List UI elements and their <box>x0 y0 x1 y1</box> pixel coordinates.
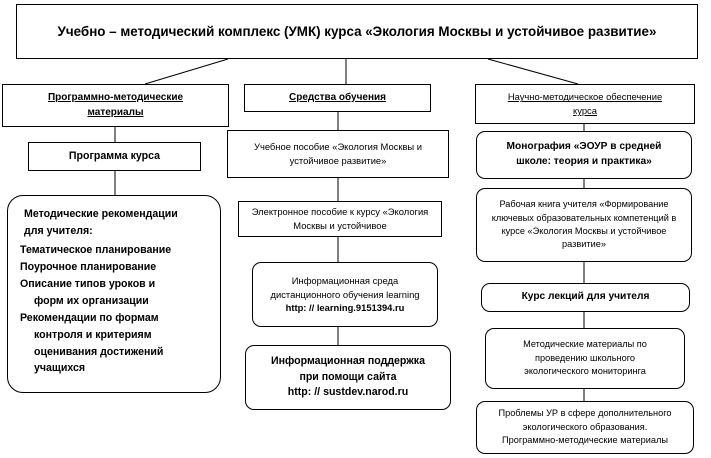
website-label: Информационная поддержка при помощи сайт… <box>271 355 425 383</box>
guidelines-line: учащихся <box>34 362 86 375</box>
extracurricular-box: Проблемы УР в сфере дополнительного экол… <box>476 401 694 454</box>
workbook-label: Рабочая книга учителя «Формирование ключ… <box>491 199 677 250</box>
textbook-box: Учебное пособие «Экология Москвы и устой… <box>227 130 449 178</box>
col1-header: Программно-методические материалы <box>2 84 229 127</box>
extracurricular-sublabel: Программно-методические материалы <box>502 435 668 446</box>
program-label: Программа курса <box>68 149 161 162</box>
monitoring-box: Методические материалы по проведению шко… <box>485 328 685 389</box>
monograph-label: Монография «ЭОУР в средней школе: теория… <box>506 141 662 167</box>
extracurricular-label: Проблемы УР в сфере дополнительного экол… <box>498 408 672 432</box>
connector-title-left <box>144 58 229 85</box>
guidelines-line: Тематическое планирование <box>20 243 172 256</box>
title-box: Учебно – методический комплекс (УМК) кур… <box>16 4 698 59</box>
col2-header-label: Средства обучения <box>288 91 387 103</box>
lectures-box: Курс лекций для учителя <box>481 283 690 312</box>
e-textbook-box: Электронное пособие к курсу «Экология Мо… <box>238 201 442 237</box>
page-title: Учебно – методический комплекс (УМК) кур… <box>57 23 657 39</box>
monograph-box: Монография «ЭОУР в средней школе: теория… <box>476 131 692 179</box>
col2-header: Средства обучения <box>244 84 431 112</box>
lectures-label: Курс лекций для учителя <box>521 291 650 303</box>
website-url: http: // sustdev.narod.ru <box>287 386 409 399</box>
connector-title-right <box>487 58 579 85</box>
guidelines-line: Рекомендации по формам <box>20 311 159 324</box>
e-textbook-label: Электронное пособие к курсу «Экология Мо… <box>251 206 429 231</box>
col1-header-label: Программно-методические материалы <box>47 92 184 118</box>
guidelines-line: оценивания достижений <box>34 345 164 358</box>
monitoring-label: Методические материалы по проведению шко… <box>523 339 647 377</box>
workbook-box: Рабочая книга учителя «Формирование ключ… <box>476 188 692 262</box>
lms-box: Информационная среда дистанционного обуч… <box>252 262 438 327</box>
lms-url: http: // learning.9151394.ru <box>285 302 405 314</box>
col3-header: Научно-методическое обеспечение курса <box>475 84 695 124</box>
guidelines-line: Описание типов уроков и <box>20 277 156 290</box>
textbook-label: Учебное пособие «Экология Москвы и устой… <box>253 141 423 166</box>
guidelines-line: Поурочное планирование <box>20 260 157 273</box>
guidelines-heading-2: для учителя: <box>24 224 93 237</box>
guidelines-line: форм их организации <box>34 294 149 307</box>
guidelines-box: Методические рекомендации для учителя: Т… <box>7 195 221 393</box>
col3-header-label: Научно-методическое обеспечение курса <box>507 91 663 116</box>
guidelines-line: контроля и критериям <box>34 328 152 341</box>
guidelines-heading-1: Методические рекомендации <box>24 208 178 220</box>
lms-label: Информационная среда дистанционного обуч… <box>270 275 420 300</box>
website-box: Информационная поддержка при помощи сайт… <box>245 345 451 410</box>
program-box: Программа курса <box>28 142 201 171</box>
